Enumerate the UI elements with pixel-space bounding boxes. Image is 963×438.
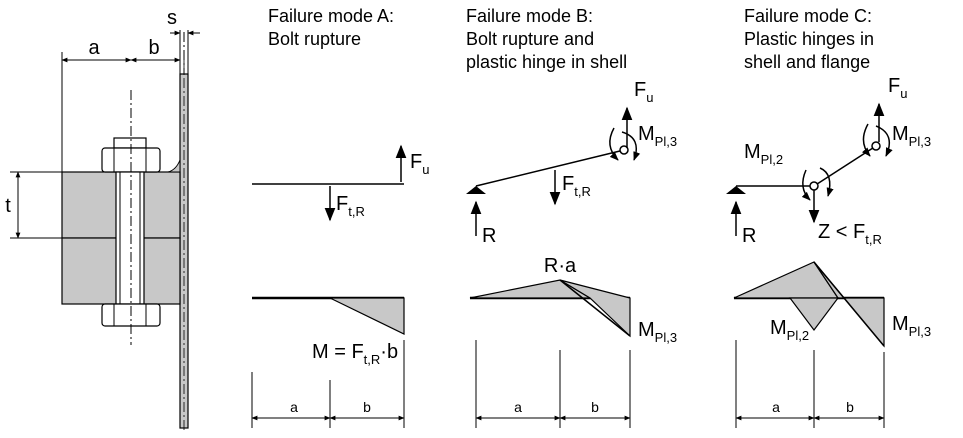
mode-b-beam: [475, 149, 625, 187]
mode-c-title-2: Plastic hinges in: [744, 29, 874, 49]
mode-b-dim-a: a: [514, 399, 522, 415]
mode-a-fu: Fu: [410, 151, 429, 177]
mode-b-panel: Failure mode B: Bolt rupture and plastic…: [466, 6, 677, 428]
mode-a-moment-area: [329, 297, 405, 335]
mode-c-support: [726, 186, 746, 194]
mode-c-hinge-3: [871, 141, 881, 151]
mode-b-diag-mpl3: MPl,3: [638, 319, 677, 345]
mode-a-title-1: Failure mode A:: [268, 6, 394, 26]
flange-section-view: a b s t: [5, 7, 200, 430]
bolt-head: [113, 137, 147, 149]
mode-c-mpl3: MPl,3: [892, 123, 931, 149]
mode-a-dim-a: a: [290, 399, 298, 415]
left-dim-t: t: [5, 195, 11, 217]
mode-b-title-2: Bolt rupture and: [466, 29, 594, 49]
left-dim-s: s: [167, 7, 177, 29]
mode-c-moment-mid: [788, 297, 840, 331]
mode-a-dim-b: b: [363, 399, 371, 415]
mode-b-ftr: Ft,R: [562, 173, 591, 199]
mode-c-title-3: shell and flange: [744, 52, 870, 72]
bolt-shank: [115, 171, 145, 305]
left-dim-a: a: [88, 37, 100, 59]
mode-c-diag-mpl3: MPl,3: [892, 313, 931, 339]
mode-c-reaction: R: [742, 225, 756, 247]
mode-c-title-1: Failure mode C:: [744, 6, 872, 26]
mode-b-reaction: R: [482, 225, 496, 247]
mode-b-hinge: [619, 145, 629, 155]
mode-c-hinge-2: [809, 181, 819, 191]
mode-c-moment-positive: [733, 261, 840, 299]
mode-b-title-1: Failure mode B:: [466, 6, 593, 26]
mode-c-fu: Fu: [888, 75, 907, 101]
mode-b-peak: R·a: [544, 255, 577, 277]
mode-c-mpl2: MPl,2: [744, 141, 783, 167]
mode-b-mpl3: MPl,3: [638, 123, 677, 149]
weld-top: [167, 159, 181, 173]
mode-c-panel: Failure mode C: Plastic hinges in shell …: [726, 6, 931, 428]
mode-c-diag-mpl2: MPl,2: [770, 317, 809, 343]
mode-b-fu: Fu: [634, 79, 653, 105]
mode-b-title-3: plastic hinge in shell: [466, 52, 627, 72]
mode-b-support: [466, 186, 486, 194]
mode-a-title-2: Bolt rupture: [268, 29, 361, 49]
mode-a-moment-eq: M = Ft,R·b: [312, 341, 398, 367]
mode-c-dim-b: b: [846, 399, 854, 415]
mode-b-dim-b: b: [591, 399, 599, 415]
mode-a-ftr: Ft,R: [336, 193, 365, 219]
mode-c-dim-a: a: [772, 399, 780, 415]
mode-a-panel: Failure mode A: Bolt rupture Fu Ft,R M =…: [251, 6, 429, 428]
mode-c-force-z: Z < Ft,R: [818, 221, 882, 247]
left-dim-b: b: [148, 37, 159, 59]
